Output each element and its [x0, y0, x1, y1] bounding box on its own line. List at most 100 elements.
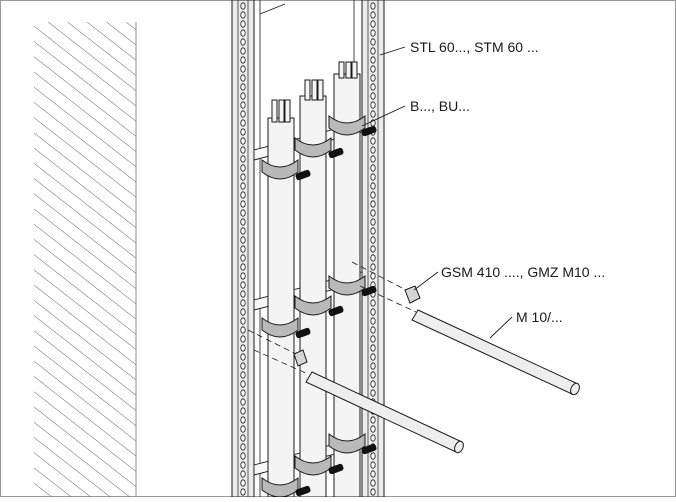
wall-hatching: [34, 22, 136, 497]
leader-rod: [489, 316, 513, 339]
rail-hole: [240, 119, 246, 127]
rail-hole: [240, 74, 246, 82]
clamp-upper-2: [294, 136, 332, 158]
rail-hole: [240, 272, 246, 280]
rail-hole: [240, 92, 246, 100]
rail-hole: [240, 254, 246, 262]
rail-hole: [370, 65, 376, 73]
rail-hole: [370, 434, 376, 442]
rail-hole: [240, 38, 246, 46]
rail-hole: [370, 425, 376, 433]
rail-hole: [240, 227, 246, 235]
rail-hole: [240, 380, 246, 388]
cable-1: [267, 117, 295, 498]
rail-hole: [240, 353, 246, 361]
rail-hole: [240, 281, 246, 289]
rail-hole: [240, 299, 246, 307]
clamp-bolts: [295, 125, 377, 497]
rail-hole: [240, 200, 246, 208]
rail-hole: [370, 74, 376, 82]
rail-hole: [240, 443, 246, 451]
rail-hole: [240, 29, 246, 37]
rail-hole: [240, 47, 246, 55]
leader-lines: [361, 46, 513, 339]
leader-clamp: [361, 105, 406, 127]
rail-hole: [240, 425, 246, 433]
rail-hole: [370, 326, 376, 334]
rail-hole: [370, 263, 376, 271]
rail-hole: [370, 416, 376, 424]
clamp-upper-1: [261, 158, 299, 180]
rail-hole: [370, 317, 376, 325]
slot-nut-rail: [293, 349, 308, 367]
rail-hole: [240, 2, 246, 10]
rail-hole: [370, 218, 376, 226]
rail-hole: [240, 317, 246, 325]
rail-hole: [240, 407, 246, 415]
mounting-rail-left: [231, 0, 255, 498]
rail-hole: [240, 209, 246, 217]
rail-hole: [240, 263, 246, 271]
rail-hole: [370, 308, 376, 316]
rail-hole: [240, 479, 246, 487]
rail-hole: [370, 182, 376, 190]
rail-hole: [370, 389, 376, 397]
rail-hole: [240, 389, 246, 397]
slot-nut-exploded: [404, 285, 421, 304]
mounting-rail-right: [361, 0, 385, 498]
rail-hole: [240, 452, 246, 460]
cable-clamps: [261, 114, 366, 498]
rail-hole: [240, 11, 246, 19]
rail-hole: [240, 434, 246, 442]
rail-hole: [370, 380, 376, 388]
rail-hole: [370, 488, 376, 496]
rail-hole: [370, 56, 376, 64]
rail-hole: [240, 335, 246, 343]
rail-hole: [370, 335, 376, 343]
rail-hole: [240, 137, 246, 145]
rail-hole: [370, 254, 376, 262]
rail-hole: [370, 461, 376, 469]
rail-hole: [370, 155, 376, 163]
rail-hole: [370, 20, 376, 28]
rail-hole: [370, 137, 376, 145]
rail-hole: [240, 398, 246, 406]
rail-hole: [370, 146, 376, 154]
threaded-rods: [305, 309, 580, 454]
rail-hole: [370, 362, 376, 370]
clamp-upper-3: [328, 114, 366, 136]
rail-hole: [240, 371, 246, 379]
rail-hole: [370, 353, 376, 361]
label-nut: GSM 410 ...., GMZ M10 ...: [441, 264, 605, 280]
rail-hole: [370, 92, 376, 100]
rail-hole: [370, 164, 376, 172]
leader-rail: [379, 46, 406, 56]
rail-hole: [240, 416, 246, 424]
rail-hole: [370, 173, 376, 181]
cable-2: [299, 95, 327, 498]
assembly-axes: [247, 261, 417, 375]
rail-hole: [370, 344, 376, 352]
rail-hole: [240, 83, 246, 91]
rail-hole: [370, 29, 376, 37]
rail-hole: [240, 182, 246, 190]
rail-hole: [240, 65, 246, 73]
rail-hole: [370, 101, 376, 109]
rail-holes-left: [240, 2, 246, 496]
rail-hole: [240, 110, 246, 118]
label-rod: M 10/...: [516, 309, 563, 325]
rail-hole: [370, 83, 376, 91]
rail-hole: [240, 128, 246, 136]
rail-holes-right: [370, 2, 376, 496]
cable-bundle: [267, 61, 361, 498]
rail-hole: [240, 470, 246, 478]
rail-hole: [240, 20, 246, 28]
rail-hole: [370, 470, 376, 478]
clamp-lower-3: [328, 432, 366, 454]
rail-hole: [240, 290, 246, 298]
clamp-middle-1: [261, 316, 299, 338]
rail-hole: [240, 173, 246, 181]
rail-hole: [370, 452, 376, 460]
rail-hole: [370, 110, 376, 118]
rail-hole: [240, 191, 246, 199]
